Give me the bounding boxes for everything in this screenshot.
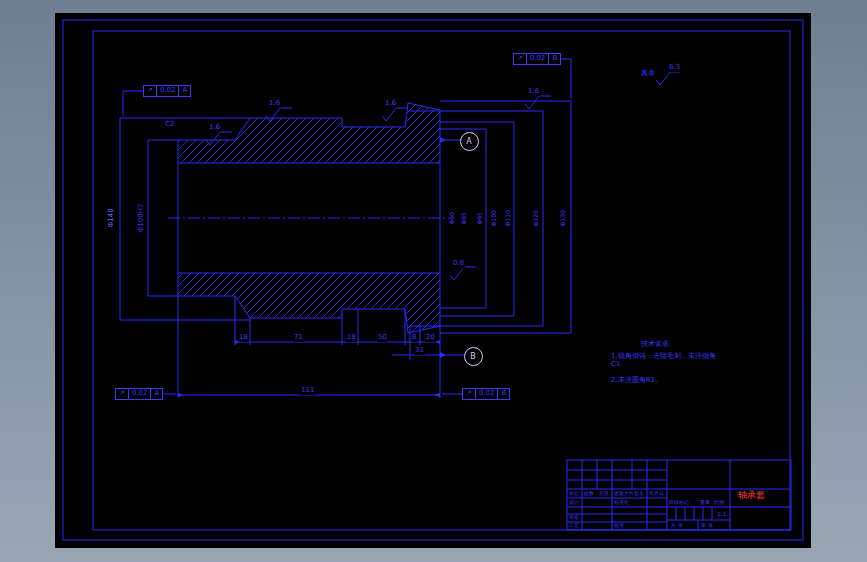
drawing-label: 20 <box>425 334 436 342</box>
frame-cell: ↗ <box>514 54 526 64</box>
drawing-label: 1.6 <box>384 100 397 108</box>
frame-cell: ↗ <box>116 389 128 399</box>
drawing-label: 其余 <box>640 70 656 78</box>
diameter-dimension: Φ100 <box>491 209 498 227</box>
diameter-dimension: Φ85 <box>461 211 468 225</box>
frame-cell: B <box>548 54 560 64</box>
datum-circle: A <box>460 132 479 151</box>
drawing-label: 111 <box>300 387 315 395</box>
tolerance-frame: ↗0.02B <box>462 388 510 400</box>
drawing-label: 标准化 <box>613 500 630 506</box>
drawing-label: C2 <box>164 121 175 129</box>
drawing-label: 50 <box>377 334 388 342</box>
drawing-label: 0.8 <box>452 260 465 268</box>
diameter-dimension: Φ110 <box>505 209 512 227</box>
frame-cell: B <box>497 389 509 399</box>
drawing-label: 31 <box>414 347 425 355</box>
drawing-label: 8 <box>411 334 417 342</box>
drawing-label: 1.6 <box>208 124 221 132</box>
drawing-label: 批准 <box>613 523 625 529</box>
drawing-label: 处数 <box>583 491 595 497</box>
drawing-label: 阶段标记 <box>668 500 690 506</box>
frame-cell: 0.02 <box>526 54 549 64</box>
frame-cell: B <box>470 352 476 361</box>
drawing-label: 设计 <box>568 500 580 506</box>
frame-cell: A <box>150 389 162 399</box>
diameter-dimension: Φ120 <box>533 209 540 227</box>
drawing-label: 工艺 <box>568 523 580 529</box>
drawing-label: 共 张 <box>670 523 684 529</box>
frame-cell: 0.02 <box>156 86 179 96</box>
drawing-label: 分区 <box>598 491 610 497</box>
frame-cell: A <box>178 86 190 96</box>
drawing-label: 18 <box>238 334 249 342</box>
drawing-label: 18 <box>346 334 357 342</box>
tolerance-frame: ↗0.02B <box>513 53 561 65</box>
drawing-label: 2.未注圆角R1。 <box>610 377 663 385</box>
drawing-label: 标记 <box>568 491 580 497</box>
drawing-label: 1.锐角倒钝，去除毛刺，未注倒角C1。 <box>610 353 732 368</box>
frame-cell: 0.02 <box>128 389 151 399</box>
diameter-dimension: Φ140 <box>107 208 115 229</box>
drawing-label: 第 张 <box>700 523 714 529</box>
drawing-label: 1.6 <box>268 100 281 108</box>
drawing-label: 重量 <box>699 500 711 506</box>
drawing-label: 71 <box>293 334 304 342</box>
diameter-dimension: Φ95 <box>477 211 484 225</box>
diameter-dimension: Φ100H7 <box>138 203 146 234</box>
drawing-label: 年月日 <box>648 491 665 497</box>
drawing-label: 6.3 <box>668 64 681 72</box>
drawing-label: 比例 <box>713 500 725 506</box>
frame-cell: ↗ <box>463 389 475 399</box>
drawing-label: 1:1 <box>716 511 728 518</box>
drawing-label: 审核 <box>568 515 580 521</box>
drawing-label: 技术要求 <box>640 341 670 349</box>
tolerance-frame: ↗0.02A <box>115 388 163 400</box>
diameter-dimension: Φ60 <box>449 211 456 225</box>
diameter-dimension: Φ130 <box>560 209 567 227</box>
tolerance-frame: ↗0.02A <box>143 85 191 97</box>
drawing-label: 签名 <box>633 491 645 497</box>
datum-circle: B <box>464 347 483 366</box>
frame-cell: 0.02 <box>475 389 498 399</box>
frame-cell: ↗ <box>144 86 156 96</box>
drawing-label: 1.6 <box>527 88 540 96</box>
drawing-label: 轴承套 <box>737 491 766 501</box>
frame-cell: A <box>466 137 471 146</box>
